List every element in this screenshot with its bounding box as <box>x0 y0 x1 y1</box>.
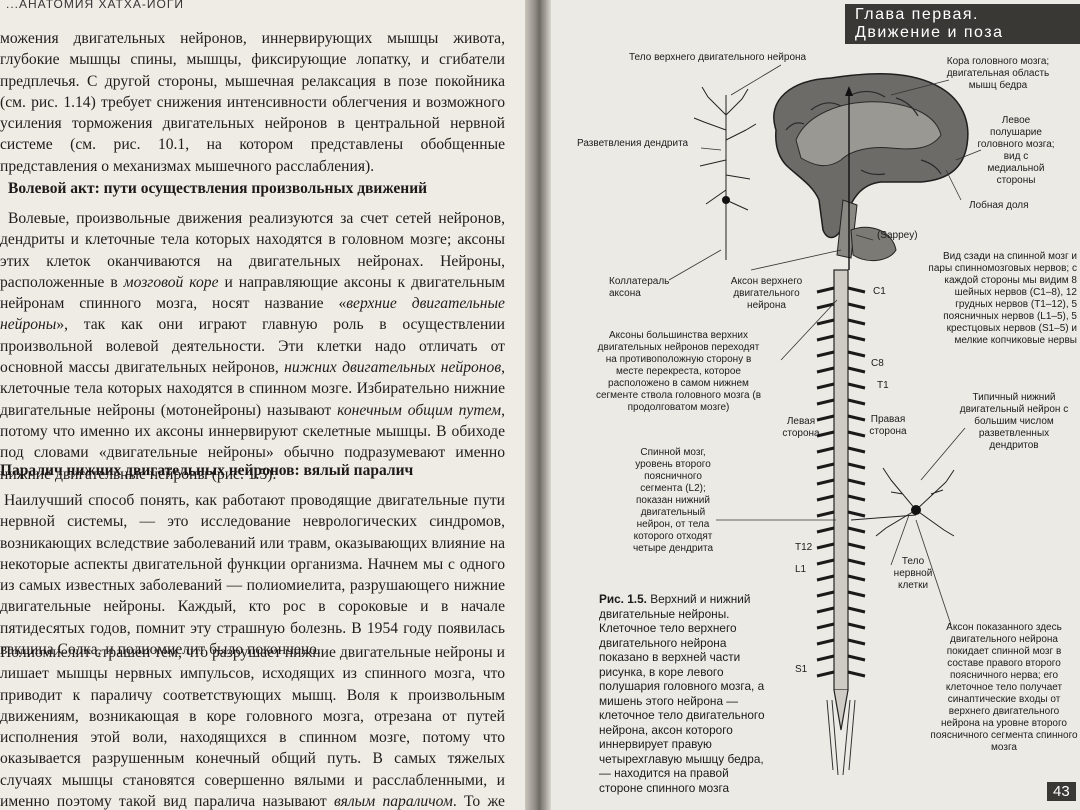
para2-ital-1: мозговой коре <box>123 273 219 291</box>
para2-ital-4: конечным общим путем <box>337 401 502 419</box>
label-axon-collateral: Коллатераль аксона <box>609 276 670 299</box>
label-cortex: Кора головного мозга; двигательная облас… <box>946 56 1050 91</box>
label-t12: T12 <box>795 542 813 553</box>
label-l1: L1 <box>795 564 807 575</box>
paragraph-1: можения двигательных нейронов, иннервиру… <box>0 30 505 175</box>
heading-voluntary-act: Волевой акт: пути осуществления произвол… <box>8 180 428 197</box>
label-s1: S1 <box>795 664 808 675</box>
label-upper-neuron-body: Тело верхнего двигательного нейрона <box>629 52 807 63</box>
label-spinal-l2: Спинной мозг, уровень второго поясничног… <box>632 447 714 554</box>
label-axons-crossing: Аксоны большинства верхних двигательных … <box>595 330 762 413</box>
label-typical-lower-neuron: Типичный нижний двигательный нейрон с бо… <box>959 392 1069 451</box>
label-left-hemisphere: Левое полушарие головного мозга; вид с м… <box>977 115 1055 186</box>
label-axon-shown: Аксон показанного здесь двигательного не… <box>930 622 1078 753</box>
spinal-nerves <box>816 286 866 678</box>
spinal-cord <box>833 269 849 691</box>
paragraph-3: Наилучший способ понять, как работают пр… <box>0 492 505 659</box>
label-dendrite-branches: Разветвления дендрита <box>577 138 689 149</box>
label-c8: C8 <box>871 358 884 369</box>
label-frontal-lobe: Лобная доля <box>969 200 1029 211</box>
neuron-diagram <box>668 64 982 776</box>
upper-neuron-dendrite <box>693 86 757 260</box>
para2-text-4: , клеточные тела которых находятся в спи… <box>0 359 505 419</box>
para2-text-2: и направляющие аксоны к двигательным ней… <box>0 273 505 313</box>
page-number: 43 <box>1047 782 1076 801</box>
upper-neuron-body <box>722 196 730 204</box>
lower-neuron-body <box>911 505 921 515</box>
label-t1: T1 <box>877 380 889 391</box>
label-upper-axon: Аксон верхнего двигательного нейрона <box>730 276 803 311</box>
caption-title: Рис. 1.5. <box>599 592 647 606</box>
caption-text: Верхний и нижний двигательные нейроны. К… <box>599 592 765 795</box>
para4-text-1: Полиомиелит страшен тем, что разрушает н… <box>0 644 505 810</box>
axon-arrow-head <box>845 86 853 96</box>
right-running-head: Глава первая. Движение и поза <box>845 4 1080 44</box>
cerebellum <box>850 226 897 262</box>
para2-text-1: Волевые, произвольные движения реализуют… <box>0 210 505 291</box>
right-page: Глава первая. Движение и поза <box>551 0 1080 810</box>
heading-flaccid-paralysis: Паралич нижних двигательных нейронов: вя… <box>0 462 414 479</box>
para2-text-5: , потому что именно их аксоны иннервирую… <box>0 401 505 483</box>
paragraph-2: Волевые, произвольные движения реализуют… <box>0 208 505 485</box>
cauda-equina <box>826 699 856 776</box>
book-gutter <box>525 0 551 810</box>
label-right-side: Правая сторона <box>869 414 907 437</box>
label-sappey: (Sappey) <box>877 230 918 241</box>
label-cell-body: Тело нервной клетки <box>893 556 933 591</box>
para2-text-3: », так как они играют главную роль в осу… <box>0 316 505 377</box>
figure-caption: Рис. 1.5. Верхний и нижний двигательные … <box>599 592 775 795</box>
left-running-head: ...АНАТОМИЯ ХАТХА-ЙОГИ <box>6 0 184 11</box>
lower-neuron-dendrites <box>850 467 955 537</box>
paragraph-4: Полиомиелит страшен тем, что разрушает н… <box>0 642 505 810</box>
para4-text-2: . То же самое, но в меньшем масштабе, <box>452 793 505 810</box>
para4-ital: вялым параличом <box>334 793 453 810</box>
label-left-side: Левая сторона <box>782 416 820 439</box>
left-page: ...АНАТОМИЯ ХАТХА-ЙОГИ можения двигатель… <box>0 0 525 810</box>
label-c1: C1 <box>873 286 886 297</box>
para2-ital-2: верхние двигательные нейроны <box>0 295 505 334</box>
para2-ital-3: нижних двигательных нейронов <box>284 359 502 377</box>
label-spinal-view: Вид сзади на спинной мозг и пары спинном… <box>928 251 1077 346</box>
leader-lines <box>668 64 982 626</box>
